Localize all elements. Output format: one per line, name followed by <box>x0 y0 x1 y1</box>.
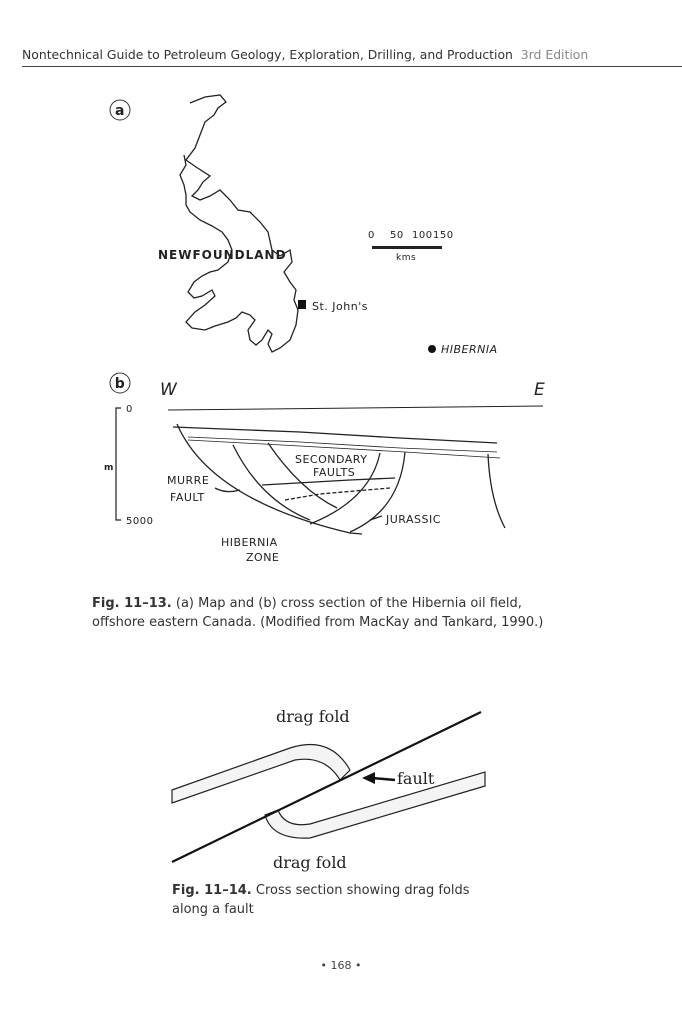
svg-text:0: 0 <box>368 230 375 241</box>
svg-text:SECONDARY: SECONDARY <box>295 453 367 466</box>
svg-text:FAULTS: FAULTS <box>313 466 355 479</box>
east-label: E <box>534 380 545 400</box>
svg-text:5000: 5000 <box>126 516 153 527</box>
edition: 3rd Edition <box>520 47 589 62</box>
st-johns-label: St. John's <box>312 300 368 313</box>
panel-b-marker: b <box>109 372 131 394</box>
svg-text:b: b <box>115 376 126 392</box>
book-title: Nontechnical Guide to Petroleum Geology,… <box>22 47 513 62</box>
panel-a-marker: a <box>109 99 131 121</box>
city-marker-icon <box>298 300 306 309</box>
svg-text:ZONE: ZONE <box>246 551 279 564</box>
running-header: Nontechnical Guide to Petroleum Geology,… <box>22 47 588 62</box>
figure-11-13-caption: Fig. 11–13. (a) Map and (b) cross sectio… <box>92 596 544 630</box>
svg-text:MURRE: MURRE <box>167 474 209 487</box>
drag-fold-top-label: drag fold <box>276 707 350 726</box>
cross-section-lines <box>167 405 544 535</box>
svg-text:kms: kms <box>396 253 416 263</box>
drag-fold-bottom-label: drag fold <box>273 853 347 872</box>
hibernia-dot-icon <box>428 345 436 353</box>
svg-text:a: a <box>115 103 125 119</box>
svg-text:100: 100 <box>412 230 433 241</box>
figure-11-14-caption: Fig. 11–14. Cross section showing drag f… <box>172 883 470 917</box>
svg-text:FAULT: FAULT <box>170 491 205 504</box>
svg-text:0: 0 <box>126 404 133 415</box>
page-number: • 168 • <box>320 959 362 972</box>
svg-text:HIBERNIA: HIBERNIA <box>221 536 278 549</box>
scale-bar: 0 50 100 150 kms <box>368 230 454 263</box>
drag-fold-drawing <box>171 711 486 863</box>
svg-text:150: 150 <box>433 230 454 241</box>
svg-text:JURASSIC: JURASSIC <box>385 513 441 526</box>
header-rule <box>22 66 682 67</box>
svg-text:m: m <box>104 463 114 473</box>
depth-bracket <box>115 407 121 521</box>
west-label: W <box>160 380 178 400</box>
newfoundland-label: NEWFOUNDLAND <box>158 248 287 262</box>
svg-text:50: 50 <box>390 230 404 241</box>
hibernia-map-label: HIBERNIA <box>441 343 498 356</box>
newfoundland-coastline <box>179 94 299 353</box>
fault-label: fault <box>397 769 435 788</box>
